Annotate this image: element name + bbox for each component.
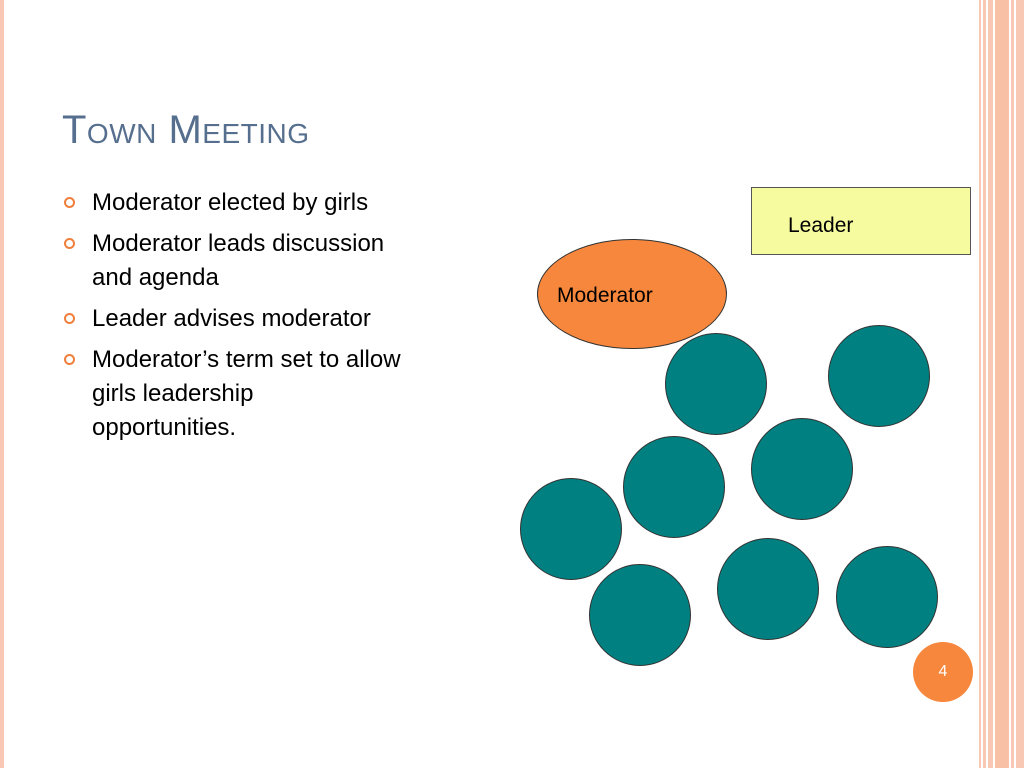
girl-seat-circle [751,418,853,520]
bullet-item: Leader advises moderator [62,302,402,336]
bullet-circle-icon [64,197,75,208]
bullet-circle-icon [64,354,75,365]
left-border-stripe [0,0,4,768]
page-number-badge: 4 [913,642,973,702]
bullet-item: Moderator’s term set to allow girls lead… [62,343,402,445]
right-border-stripe [988,0,993,768]
girl-seat-circle [623,436,725,538]
bullet-text: Moderator leads discussion and agenda [92,230,385,291]
moderator-label: Moderator [557,284,653,307]
girl-seat-circle [836,546,938,648]
right-border-stripe [1011,0,1014,768]
right-border-stripe [983,0,986,768]
bullet-item: Moderator leads discussion and agenda [62,227,402,295]
slide-title: Town Meeting [62,108,310,152]
girl-seat-circle [589,564,691,666]
page-number: 4 [938,663,948,680]
leader-box: Leader [751,187,971,255]
bullet-text: Moderator elected by girls [92,189,369,216]
right-border-stripe [1016,0,1024,768]
bullet-list: Moderator elected by girls Moderator lea… [62,186,402,452]
right-border-stripe [995,0,1009,768]
bullet-text: Moderator’s term set to allow girls lead… [92,346,401,441]
bullet-circle-icon [64,238,75,249]
bullet-text: Leader advises moderator [92,305,371,332]
moderator-ellipse: Moderator [537,239,727,349]
girl-seat-circle [520,478,622,580]
girl-seat-circle [665,333,767,435]
bullet-circle-icon [64,313,75,324]
leader-label: Leader [788,214,854,237]
right-border-stripe [979,0,981,768]
bullet-item: Moderator elected by girls [62,186,402,220]
girl-seat-circle [828,325,930,427]
girl-seat-circle [717,538,819,640]
